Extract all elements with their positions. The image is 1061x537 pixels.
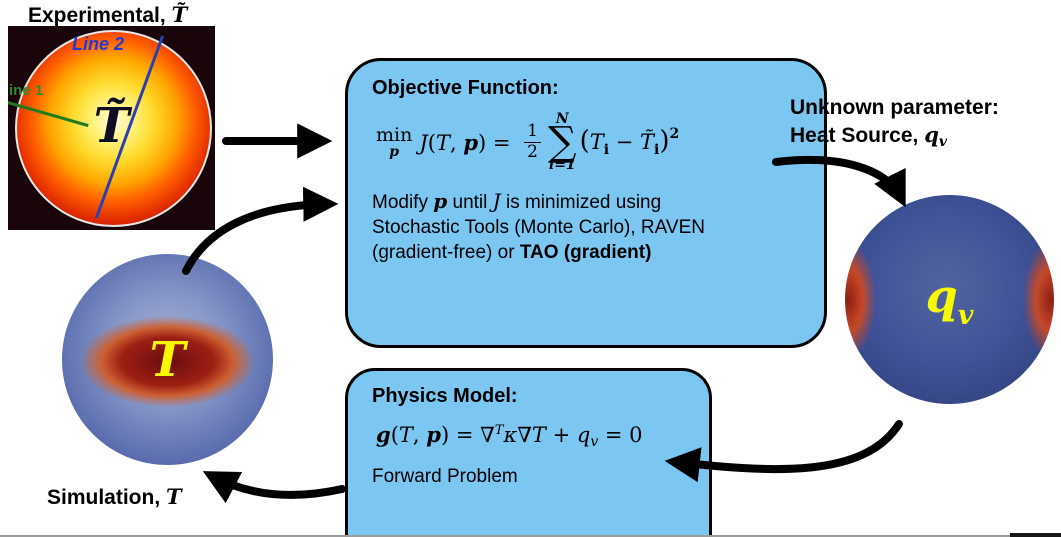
- equals-zero: = 0: [598, 423, 643, 447]
- Ti-subscript: i: [603, 142, 610, 158]
- physics-T2: T: [531, 423, 546, 447]
- objective-term: (Ti − T̃i)2: [580, 126, 680, 158]
- body-bold-tail: TAO (gradient): [519, 242, 652, 264]
- line1-label: ine 1: [9, 82, 44, 99]
- objective-lhs: J(T, p) =: [419, 130, 517, 155]
- physics-equation: g(T, p) = ∇Tκ∇T + qv = 0: [376, 422, 643, 450]
- nabla-transpose: ∇: [480, 423, 495, 447]
- qv-symbol: q: [924, 122, 939, 148]
- heat-source-text: Heat Source,: [790, 124, 925, 148]
- unknown-parameter-label: Unknown parameter: Heat Source, qv: [790, 94, 999, 151]
- Ttilde-symbol: T̃: [640, 130, 655, 154]
- min-word: min: [376, 123, 413, 146]
- objective-formula: min p J(T, p) = 1 2 N ∑ i=1 (Ti − T̃i)2: [376, 112, 800, 172]
- physics-model-box: Physics Model: g(T, p) = ∇Tκ∇T + qv = 0 …: [345, 368, 712, 537]
- one-half-fraction: 1 2: [524, 120, 541, 163]
- heat-source-sphere: qv: [845, 195, 1054, 404]
- objective-description: Modify p until J is minimized using Stoc…: [372, 188, 738, 265]
- objective-title: Objective Function:: [372, 77, 559, 99]
- physics-open-paren: (: [390, 423, 399, 447]
- experimental-thermal-image: Line 2 ine 1 T̃: [8, 26, 215, 230]
- min-subscript: p: [389, 143, 400, 160]
- physics-formula: g(T, p) = ∇Tκ∇T + qv = 0: [376, 422, 685, 450]
- experimental-label: Experimental, T̃: [28, 2, 187, 28]
- Ti-symbol: T: [589, 130, 604, 154]
- physics-q: q: [576, 423, 591, 447]
- line2-label: Line 2: [72, 34, 125, 54]
- qv-sphere-label: qv: [845, 195, 1054, 404]
- body-p: p: [433, 189, 448, 213]
- summation-operator: N ∑ i=1: [548, 112, 577, 172]
- qv-sphere-text: qv: [926, 269, 974, 331]
- Ttilde-subscript: i: [654, 142, 660, 158]
- objective-function-box: Objective Function: min p J(T, p) = 1 2 …: [345, 58, 827, 348]
- close-equals: ) =: [478, 130, 518, 155]
- qv-sphere-q: q: [925, 268, 958, 323]
- unknown-parameter-line1: Unknown parameter:: [790, 96, 999, 119]
- sigma-symbol: ∑: [548, 119, 577, 165]
- T-symbol: T: [435, 130, 450, 155]
- thermal-circle: [15, 30, 212, 227]
- fraction-numerator: 1: [527, 120, 538, 141]
- physics-T: T: [398, 423, 413, 447]
- simulation-label-text: Simulation,: [47, 486, 167, 509]
- t-sphere-text: T: [149, 331, 186, 388]
- nabla-superscript: T: [494, 423, 504, 438]
- forward-problem-caption: Forward Problem: [372, 466, 518, 487]
- qv-sphere-sub: v: [957, 299, 974, 331]
- physics-q-sub: v: [590, 434, 599, 450]
- nabla2-symbol: ∇: [517, 423, 532, 447]
- body-seg3: is minimized using Stochastic Tools (Mon…: [372, 192, 705, 264]
- t-sphere-label: T: [62, 254, 273, 465]
- minus-sign: −: [609, 130, 641, 154]
- kappa-symbol: κ: [503, 423, 518, 447]
- J-symbol: J: [419, 130, 428, 155]
- physics-p: p: [426, 422, 441, 447]
- simulation-temperature-sphere: T: [62, 254, 273, 465]
- ttilde-symbol: T̃: [93, 98, 130, 154]
- qv-subscript: v: [938, 134, 948, 151]
- g-symbol: g: [376, 422, 391, 447]
- body-J: J: [492, 189, 501, 213]
- simulation-label-symbol: T: [166, 484, 182, 509]
- term-open-paren: (: [579, 126, 590, 156]
- term-exponent: 2: [669, 126, 680, 142]
- plus-sign: +: [545, 423, 577, 447]
- body-seg2: until: [447, 192, 493, 213]
- physics-close-equals: ) =: [440, 423, 481, 447]
- min-operator: min p: [376, 123, 413, 160]
- bottom-corner-mark: [1010, 533, 1061, 537]
- physics-comma: ,: [412, 423, 427, 447]
- sum-lower-limit: i=1: [548, 157, 576, 173]
- physics-title: Physics Model:: [372, 385, 518, 407]
- p-symbol: p: [463, 129, 479, 155]
- comma: ,: [449, 130, 464, 155]
- experimental-label-symbol: T̃: [171, 2, 188, 27]
- simulation-label: Simulation, T: [47, 484, 182, 510]
- open-paren: (: [427, 130, 436, 155]
- body-seg1: Modify: [372, 192, 434, 213]
- term-close-paren: ): [659, 126, 670, 156]
- sum-upper-limit: N: [555, 111, 569, 127]
- fraction-denominator: 2: [524, 141, 541, 163]
- experimental-label-text: Experimental,: [28, 4, 172, 27]
- unknown-parameter-line2: Heat Source, qv: [790, 121, 999, 151]
- arrow-physics-to-simulation: [202, 471, 346, 504]
- bottom-divider: [0, 535, 1010, 537]
